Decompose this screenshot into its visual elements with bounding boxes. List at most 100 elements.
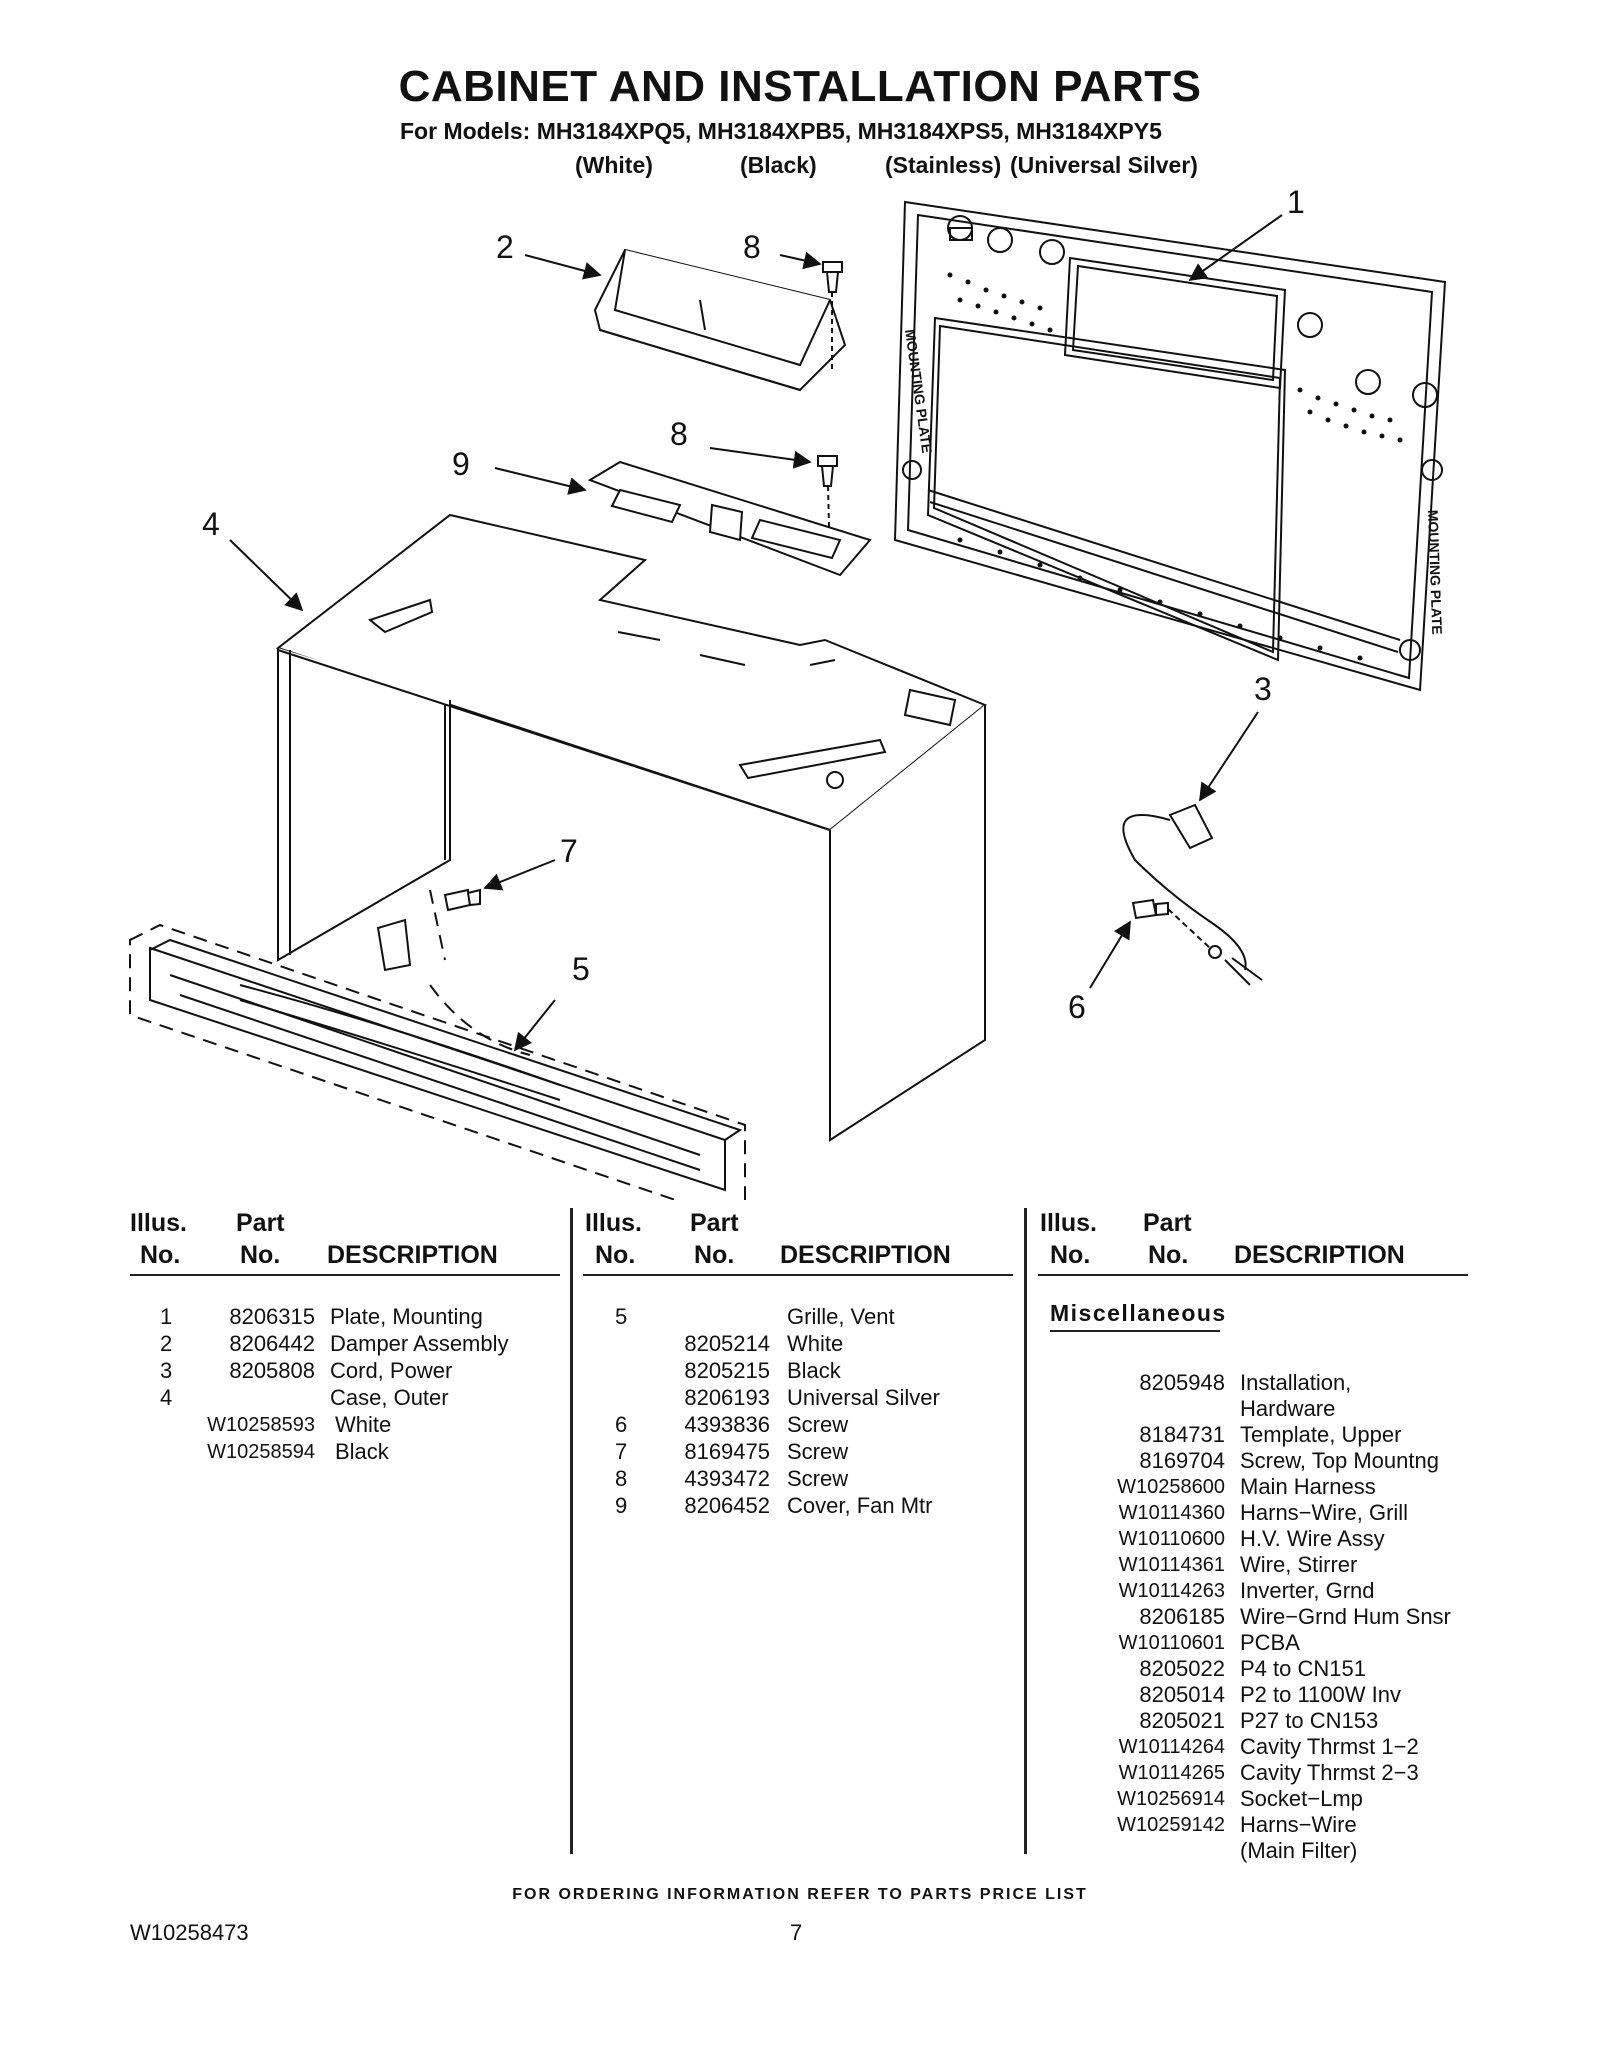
column-divider-1 bbox=[570, 1208, 573, 1854]
callout-6: 6 bbox=[1068, 989, 1086, 1025]
illus-number: 1 bbox=[160, 1304, 173, 1329]
col3-part-header: Part bbox=[1143, 1209, 1192, 1237]
col1-illus-no-header: No. bbox=[140, 1241, 181, 1269]
callout-8-upper: 8 bbox=[743, 229, 761, 265]
part-number: W10258593 bbox=[207, 1414, 315, 1436]
page-title: CABINET AND INSTALLATION PARTS bbox=[398, 62, 1202, 111]
illus-number: 3 bbox=[160, 1358, 173, 1383]
part-description: Case, Outer bbox=[330, 1385, 449, 1410]
part-number: W10114265 bbox=[1118, 1762, 1225, 1784]
part-description: Black bbox=[787, 1358, 841, 1383]
part-number: 8206452 bbox=[684, 1493, 770, 1518]
illus-number: 5 bbox=[615, 1304, 628, 1329]
illus-number: 2 bbox=[160, 1331, 173, 1356]
part-number: 8206193 bbox=[684, 1385, 770, 1410]
part-description: Universal Silver bbox=[787, 1385, 940, 1410]
part-description: P4 to CN151 bbox=[1240, 1656, 1366, 1681]
col1-description-header: DESCRIPTION bbox=[327, 1241, 498, 1269]
color-black: (Black) bbox=[740, 152, 817, 178]
callout-8-lower: 8 bbox=[670, 416, 688, 452]
fan-motor-cover-drawing bbox=[587, 460, 872, 577]
callout-1: 1 bbox=[1287, 184, 1305, 220]
part-number: 8184731 bbox=[1139, 1422, 1225, 1447]
col2-header-rule bbox=[583, 1274, 1013, 1276]
col1-illus-header: Illus. bbox=[130, 1209, 187, 1237]
part-description: Cavity Thrmst 2−3 bbox=[1240, 1760, 1419, 1785]
col1-part-header: Part bbox=[236, 1209, 285, 1237]
part-description: Harns−Wire bbox=[1240, 1812, 1357, 1837]
col2-part-header: Part bbox=[690, 1209, 739, 1237]
col3-illus-no-header: No. bbox=[1050, 1241, 1091, 1269]
part-number: W10259142 bbox=[1117, 1814, 1225, 1836]
part-description: Installation, bbox=[1240, 1370, 1352, 1395]
part-number: 8205014 bbox=[1139, 1682, 1225, 1707]
part-description: Black bbox=[335, 1439, 389, 1464]
part-description: Screw bbox=[787, 1439, 849, 1464]
model-list: For Models: MH3184XPQ5, MH3184XPB5, MH31… bbox=[400, 118, 1162, 144]
part-number: W10114263 bbox=[1118, 1580, 1225, 1602]
col2-illus-header: Illus. bbox=[585, 1209, 642, 1237]
part-number: 8206185 bbox=[1139, 1604, 1225, 1629]
document-number: W10258473 bbox=[130, 1920, 249, 1945]
part-number: W10114360 bbox=[1118, 1502, 1225, 1524]
callout-4: 4 bbox=[202, 506, 220, 542]
part-description: Harns−Wire, Grill bbox=[1240, 1500, 1409, 1525]
part-number: 8205808 bbox=[229, 1358, 315, 1383]
plate-label-right: MOUNTING PLATE bbox=[1425, 510, 1445, 635]
vent-grille-drawing bbox=[129, 889, 746, 1200]
miscellaneous-rule bbox=[1050, 1330, 1220, 1332]
part-number: 8205215 bbox=[684, 1358, 770, 1383]
part-number: W10110600 bbox=[1118, 1528, 1225, 1550]
part-number: 8205022 bbox=[1139, 1656, 1225, 1681]
part-number: 8205021 bbox=[1139, 1708, 1225, 1733]
part-description: Plate, Mounting bbox=[330, 1304, 483, 1329]
part-number: 8169475 bbox=[684, 1439, 770, 1464]
callout-2: 2 bbox=[496, 229, 514, 265]
illus-number: 4 bbox=[160, 1385, 173, 1410]
part-description: Damper Assembly bbox=[330, 1331, 509, 1356]
part-description: Template, Upper bbox=[1240, 1422, 1402, 1447]
col3-part-no-header: No. bbox=[1148, 1241, 1189, 1269]
color-stainless: (Stainless) bbox=[885, 152, 1002, 178]
part-description: PCBA bbox=[1240, 1630, 1300, 1655]
part-description: Inverter, Grnd bbox=[1240, 1578, 1375, 1603]
part-number: W10258594 bbox=[207, 1441, 315, 1463]
part-description: Cord, Power bbox=[330, 1358, 453, 1383]
part-number: W10114264 bbox=[1118, 1736, 1225, 1758]
part-description: Screw bbox=[787, 1412, 849, 1437]
part-number: 4393472 bbox=[684, 1466, 770, 1491]
part-number: 4393836 bbox=[684, 1412, 770, 1437]
col2-illus-no-header: No. bbox=[595, 1241, 636, 1269]
screw-7-drawing bbox=[376, 888, 481, 972]
part-description: Hardware bbox=[1240, 1396, 1336, 1421]
col3-header-rule bbox=[1038, 1274, 1468, 1276]
part-number: W10114361 bbox=[1118, 1554, 1225, 1576]
callout-7: 7 bbox=[560, 833, 578, 869]
screw-drawing-upper bbox=[822, 261, 843, 372]
illus-number: 7 bbox=[615, 1439, 628, 1464]
illus-number: 9 bbox=[615, 1493, 628, 1518]
col2-part-no-header: No. bbox=[694, 1241, 735, 1269]
part-number: W10110601 bbox=[1118, 1632, 1225, 1654]
part-description: Cover, Fan Mtr bbox=[787, 1493, 933, 1518]
page-number: 7 bbox=[790, 1920, 803, 1945]
ordering-note: FOR ORDERING INFORMATION REFER TO PARTS … bbox=[512, 1886, 1088, 1903]
leader-lines bbox=[229, 214, 1283, 1052]
illus-number: 8 bbox=[615, 1466, 628, 1491]
callout-3: 3 bbox=[1254, 671, 1272, 707]
part-number: 8206315 bbox=[229, 1304, 315, 1329]
part-description: P27 to CN153 bbox=[1240, 1708, 1379, 1733]
color-universal-silver: (Universal Silver) bbox=[1010, 152, 1198, 178]
miscellaneous-heading: Miscellaneous bbox=[1050, 1300, 1227, 1326]
part-description: Screw, Top Mountng bbox=[1240, 1448, 1439, 1473]
part-description: Wire, Stirrer bbox=[1240, 1552, 1358, 1577]
part-description: White bbox=[335, 1412, 392, 1437]
col1-header-rule bbox=[130, 1274, 560, 1276]
part-description: Socket−Lmp bbox=[1240, 1786, 1363, 1811]
part-description: Screw bbox=[787, 1466, 849, 1491]
outer-case-drawing bbox=[275, 513, 987, 1142]
part-description: Main Harness bbox=[1240, 1474, 1376, 1499]
part-number: 8205214 bbox=[684, 1331, 770, 1356]
part-description: P2 to 1100W Inv bbox=[1240, 1682, 1402, 1707]
part-description: Grille, Vent bbox=[787, 1304, 895, 1329]
